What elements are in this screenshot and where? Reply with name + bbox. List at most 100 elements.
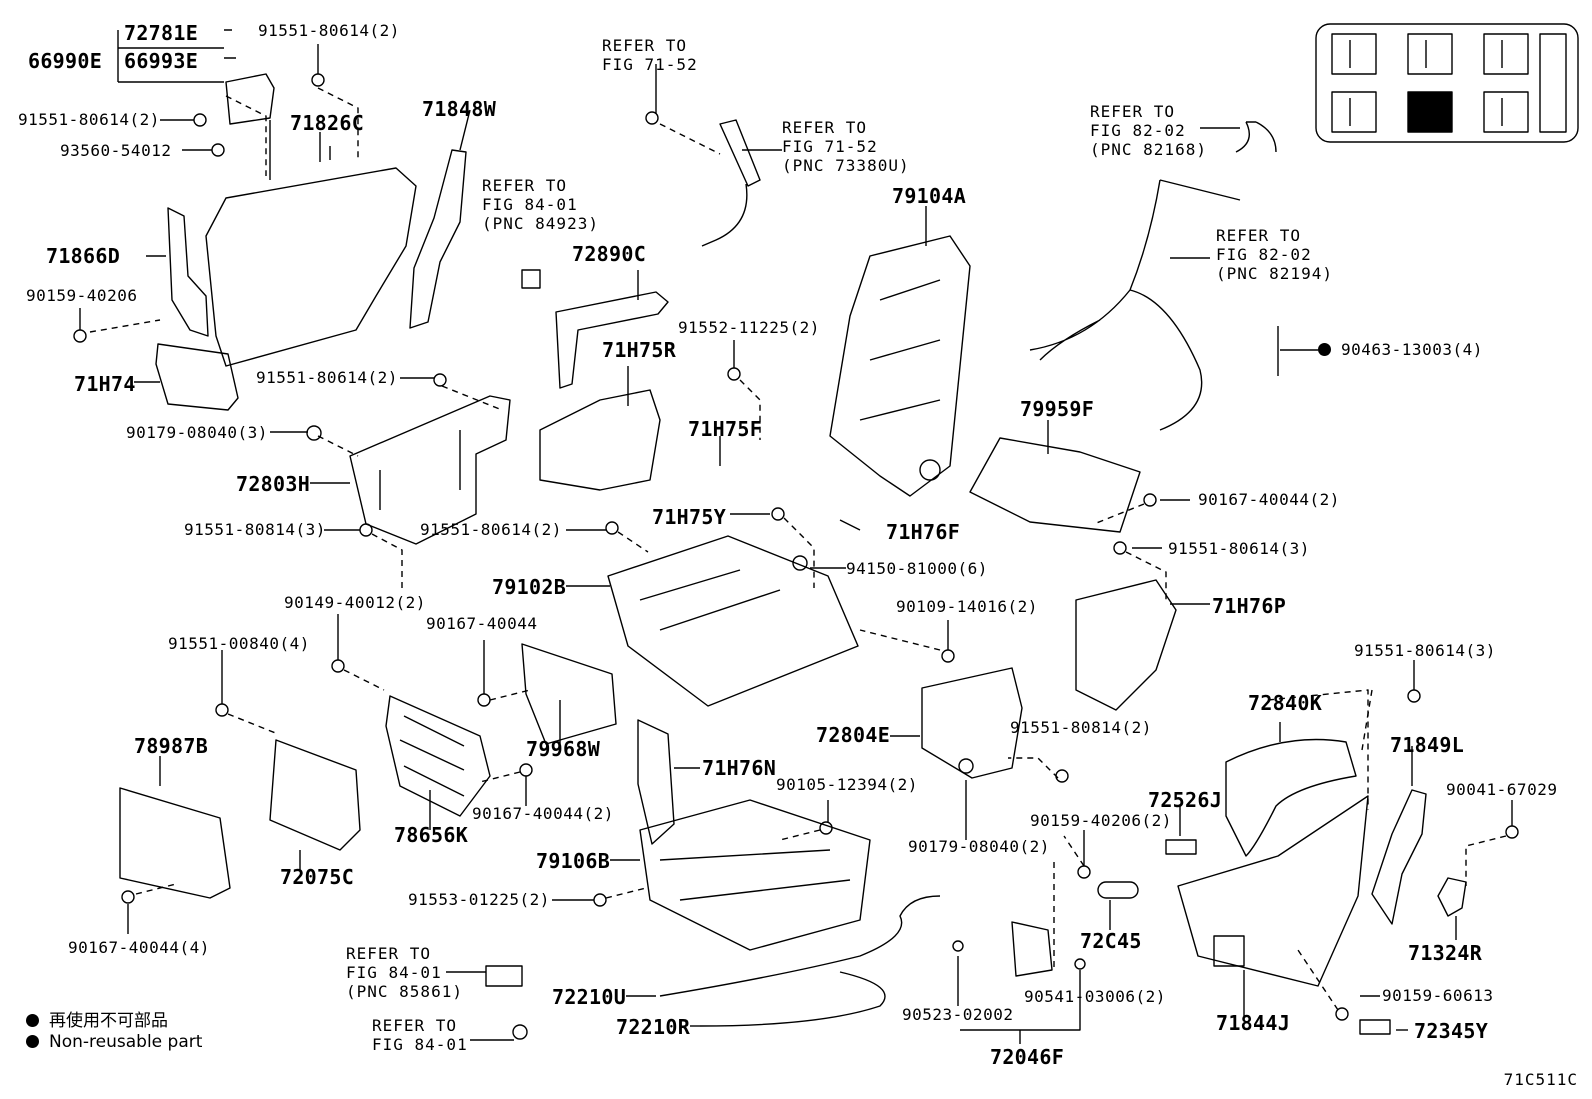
cover-71324R xyxy=(1437,877,1467,917)
reference-fig-71-52: REFER TO FIG 71-52 xyxy=(602,36,698,74)
label-71H76N: 71H76N xyxy=(702,756,777,780)
switch-84923 xyxy=(521,269,541,289)
ref-line: REFER TO xyxy=(602,36,688,55)
label-78987B: 78987B xyxy=(134,734,209,758)
label-79102B: 79102B xyxy=(492,575,567,599)
label-90105-12394-2: 90105-12394(2) xyxy=(776,775,918,794)
ref-line: FIG 84-01 xyxy=(482,195,578,214)
label-72803H: 72803H xyxy=(236,472,311,496)
legend-text-en: Non-reusable part xyxy=(49,1032,203,1052)
cover-78987B xyxy=(119,787,231,899)
fasteners xyxy=(73,73,1519,1040)
side-trim-71866D xyxy=(167,207,209,337)
leader-lines xyxy=(79,44,1513,1044)
seatback-board-part xyxy=(205,167,417,367)
label-71849L: 71849L xyxy=(1390,733,1465,757)
side-trim-71844J xyxy=(1177,795,1369,987)
ref-line: REFER TO xyxy=(1216,226,1302,245)
seat-belt-buckle xyxy=(701,119,761,247)
label-72210U: 72210U xyxy=(552,985,627,1009)
ref-line: REFER TO xyxy=(346,944,432,963)
label-79968W: 79968W xyxy=(526,737,601,761)
label-72781E: 72781E xyxy=(124,21,199,45)
switch-85861 xyxy=(485,965,523,987)
dashed-guides xyxy=(89,87,1507,1011)
label-90041-67029: 90041-67029 xyxy=(1446,780,1558,799)
cover-71H74 xyxy=(155,343,239,411)
armrest-72840K xyxy=(1225,738,1357,857)
label-90159-40206-2: 90159-40206(2) xyxy=(1030,811,1172,830)
ref-line: (PNC 85861) xyxy=(346,982,463,1001)
module-72046F xyxy=(1011,921,1053,977)
figure-id: 71C511C xyxy=(1503,1070,1578,1089)
cover-79959F xyxy=(969,437,1141,533)
ref-line: (PNC 82194) xyxy=(1216,264,1333,283)
label-90159-60613: 90159-60613 xyxy=(1382,986,1494,1005)
ref-line: REFER TO xyxy=(372,1016,458,1035)
reference-fig-84-01-pnc-84923: REFER TO FIG 84-01 (PNC 84923) xyxy=(482,176,599,233)
label-91551-00840-4: 91551-00840(4) xyxy=(168,634,310,653)
label-71866D: 71866D xyxy=(46,244,121,268)
label-72075C: 72075C xyxy=(280,865,355,889)
wire-harness-82168 xyxy=(1235,121,1277,153)
label-66990E: 66990E xyxy=(28,49,103,73)
seatback-frame-79104A xyxy=(829,235,971,497)
label-90179-08040-3: 90179-08040(3) xyxy=(126,423,268,442)
trim-71849L xyxy=(1371,789,1427,925)
reference-fig-84-01-pnc-85861: REFER TO FIG 84-01 (PNC 85861) xyxy=(346,944,463,1001)
ref-line: FIG 84-01 xyxy=(346,963,442,982)
garnish-72890C xyxy=(555,291,669,389)
label-72345Y: 72345Y xyxy=(1414,1019,1489,1043)
pad-72526J xyxy=(1165,839,1197,855)
headrest-part xyxy=(225,73,275,125)
ref-line: (PNC 82168) xyxy=(1090,140,1207,159)
legend-english: Non-reusable part xyxy=(26,1032,202,1052)
label-71324R: 71324R xyxy=(1408,941,1483,965)
label-91553-01225-2: 91553-01225(2) xyxy=(408,890,550,909)
label-71H75F: 71H75F xyxy=(688,417,763,441)
label-79104A: 79104A xyxy=(892,184,967,208)
cover-79968W xyxy=(521,643,617,745)
part-number: 90463-13003(4) xyxy=(1341,340,1483,359)
label-91551-80814-2: 91551-80814(2) xyxy=(1010,718,1152,737)
cover-71H76N xyxy=(637,719,675,845)
label-71H75Y: 71H75Y xyxy=(652,505,727,529)
bracket-72075C xyxy=(269,739,361,851)
ref-line: REFER TO xyxy=(1090,102,1176,121)
label-94150-81000-6: 94150-81000(6) xyxy=(846,559,988,578)
label-91551-80614-3: 91551-80614(3) xyxy=(1354,641,1496,660)
reference-fig-84-01: REFER TO FIG 84-01 xyxy=(372,1016,468,1054)
label-71H75R: 71H75R xyxy=(602,338,677,362)
label-90167-40044-4: 90167-40044(4) xyxy=(68,938,210,957)
ref-line: (PNC 73380U) xyxy=(782,156,910,175)
cushion-frame-79102B xyxy=(607,535,859,707)
label-90159-40206: 90159-40206 xyxy=(26,286,138,305)
label-71826C: 71826C xyxy=(290,111,365,135)
legend-japanese: 再使用不可部品 xyxy=(26,1006,168,1031)
label-71H76F: 71H76F xyxy=(886,520,961,544)
ref-line: FIG 82-02 xyxy=(1090,121,1186,140)
selected-seat-position xyxy=(1407,91,1453,133)
label-71H74: 71H74 xyxy=(74,372,136,396)
cable-72210R xyxy=(699,971,886,1027)
ref-line: FIG 84-01 xyxy=(372,1035,468,1054)
label-91551-80614-2: 91551-80614(2) xyxy=(256,368,398,387)
seat-track-79106B xyxy=(639,799,871,951)
label-91551-80614-2: 91551-80614(2) xyxy=(258,21,400,40)
label-93560-54012: 93560-54012 xyxy=(60,141,172,160)
label-72C45: 72C45 xyxy=(1080,929,1142,953)
ref-line: (PNC 84923) xyxy=(482,214,599,233)
cover-71H76P xyxy=(1075,579,1177,711)
pad-72345Y xyxy=(1359,1019,1391,1035)
label-72890C: 72890C xyxy=(572,242,647,266)
label-90109-14016-2: 90109-14016(2) xyxy=(896,597,1038,616)
label-90167-40044-2: 90167-40044(2) xyxy=(1198,490,1340,509)
label-79959F: 79959F xyxy=(1020,397,1095,421)
label-91551-80614-3: 91551-80614(3) xyxy=(1168,539,1310,558)
ref-line: REFER TO xyxy=(482,176,568,195)
label-90541-03006-2: 90541-03006(2) xyxy=(1024,987,1166,1006)
pad-72C45 xyxy=(1097,881,1139,899)
frame-72804E xyxy=(921,667,1023,779)
label-90167-40044-2: 90167-40044(2) xyxy=(472,804,614,823)
ref-line: FIG 82-02 xyxy=(1216,245,1312,264)
